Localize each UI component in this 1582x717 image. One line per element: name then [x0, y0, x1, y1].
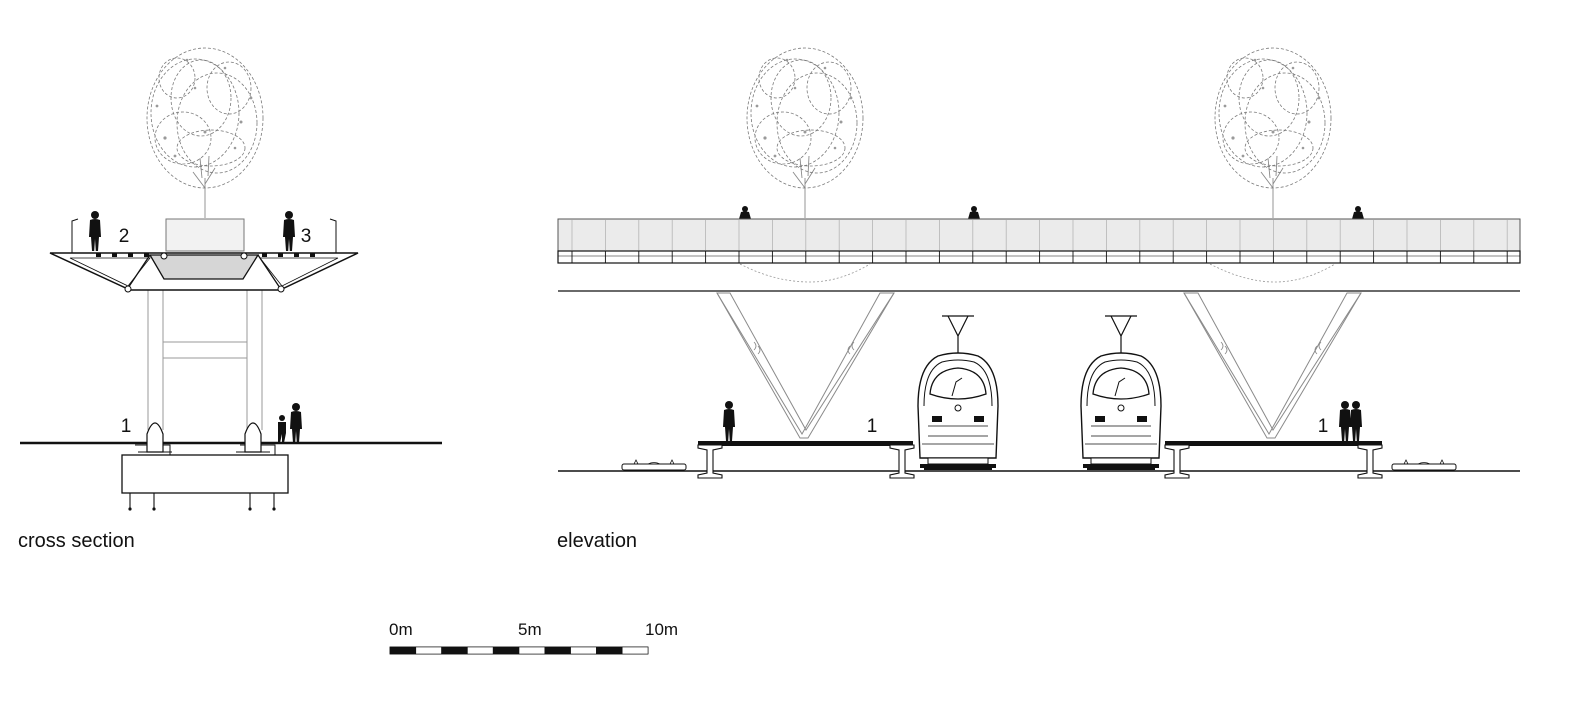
rail-icon	[889, 444, 915, 479]
scale-bar-segment	[467, 646, 494, 655]
caption-cross-section: cross section	[18, 530, 135, 552]
person-icon	[283, 211, 295, 251]
scale-bar	[389, 646, 649, 655]
scale-bar-segment	[518, 646, 546, 655]
tree-icon	[746, 47, 864, 219]
tree-icon	[1214, 47, 1332, 219]
scale-label-5: 5m	[518, 620, 542, 639]
scale-bar-segment	[570, 646, 597, 655]
elevation-drawing	[557, 47, 1521, 479]
callout-elev-left-platform: 1	[867, 416, 878, 437]
sleeper-icon	[1391, 459, 1457, 471]
person-icon	[723, 401, 735, 441]
person-icon	[1339, 401, 1351, 441]
tree-icon	[146, 47, 264, 219]
scale-bar-segment	[441, 646, 468, 655]
rail-icon	[1357, 444, 1383, 479]
scale-bar-segment	[389, 646, 417, 655]
deck-section	[49, 218, 359, 293]
callout-elev-right-platform: 1	[1318, 416, 1329, 437]
person-icon	[290, 403, 302, 443]
scale-label-0: 0m	[389, 620, 413, 639]
train-front-icon	[1080, 315, 1162, 469]
sleeper-icon	[621, 459, 687, 471]
platform-left	[698, 441, 913, 446]
person-icon	[1352, 206, 1364, 219]
scale-bar-segment	[415, 646, 442, 655]
child-icon	[278, 415, 286, 443]
person-icon	[739, 206, 751, 219]
rail-icon	[697, 444, 723, 479]
person-icon	[1350, 401, 1362, 441]
callout-cross-ground: 1	[121, 416, 132, 437]
rail-icon	[1164, 444, 1190, 479]
scale-bar-segment	[492, 646, 520, 655]
scale-label-10: 10m	[645, 620, 679, 639]
scale-bar-segment	[596, 646, 623, 655]
platform-right	[1165, 441, 1382, 446]
person-icon	[968, 206, 980, 219]
scale-bar-segment	[621, 646, 649, 655]
scale-bar-segment	[544, 646, 571, 655]
callout-cross-right-deck: 3	[301, 226, 312, 247]
person-icon	[89, 211, 101, 251]
train-front-icon	[917, 315, 999, 469]
caption-elevation: elevation	[557, 530, 638, 552]
cross-section-drawing	[20, 47, 442, 511]
callout-cross-left-deck: 2	[119, 226, 130, 247]
